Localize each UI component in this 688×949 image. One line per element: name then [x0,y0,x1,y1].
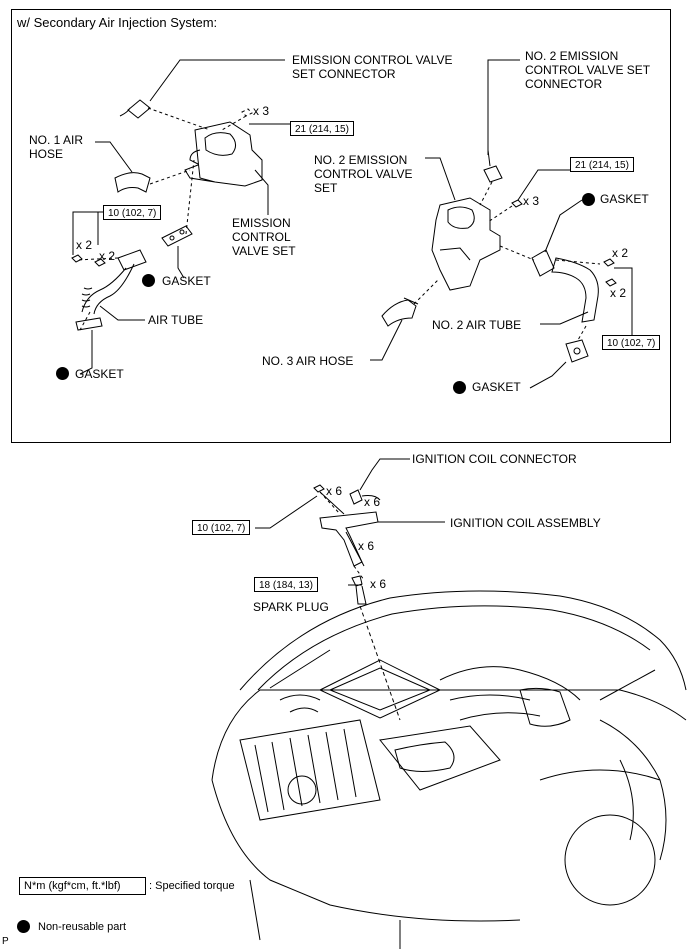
emission-control-valve-set-drawing [184,121,263,187]
label-no1-air-hose: NO. 1 AIR HOSE [29,133,84,161]
nonreusable-marker [142,274,155,287]
label-no2-air-tube: NO. 2 AIR TUBE [432,318,522,332]
torque-ignition-coil-bolts: 10 (102, 7) [192,520,251,535]
label-emission-control-valve-set: EMISSION CONTROL VALVE SET [232,216,296,258]
legend-nonreusable-desc: Non-reusable part [38,921,127,933]
multiplier-ignition-coil-connectors: x 6 [364,495,381,509]
air-tube-drawing [81,249,147,315]
legend-nonreusable-marker [17,920,30,933]
multiplier-no2-valve-set-bolts: x 3 [523,194,540,208]
gasket-bottom-left-drawing [75,317,103,331]
multiplier-valve-set-bolts: x 3 [253,104,270,118]
label-no2-emission-control-valve-set: NO. 2 EMISSION CONTROL VALVE SET [314,153,413,195]
gasket-right-top-drawing [531,249,555,277]
no2-valve-connector-drawing [483,149,503,183]
multiplier-no2-air-tube-bolts-b: x 2 [610,286,627,300]
secondary-air-injection-frame [11,9,671,443]
vehicle-engine-bay-drawing [211,590,687,949]
section-title: w/ Secondary Air Injection System: [17,15,218,30]
label-ignition-coil-assembly: IGNITION COIL ASSEMBLY [450,516,601,530]
gasket-right-bottom-drawing [565,339,589,363]
nonreusable-marker [56,367,69,380]
corner-mark: P [2,936,9,947]
valve-set-connector-drawing [119,99,151,119]
label-gasket-bottom-left: GASKET [75,367,124,381]
multiplier-ignition-coils: x 6 [358,539,375,553]
label-gasket-right-bottom: GASKET [472,380,521,394]
label-air-tube: AIR TUBE [148,313,204,327]
label-gasket-right-top: GASKET [600,192,649,206]
ignition-coil-bolt-drawing [313,484,345,515]
label-spark-plug: SPARK PLUG [253,600,329,614]
multiplier-ignition-coil-bolts: x 6 [326,484,343,498]
leader-valve-connector [149,59,285,102]
multiplier-spark-plugs: x 6 [370,577,387,591]
gasket-left-drawing [161,225,193,247]
ignition-coil-connector-drawing [349,489,381,505]
no3-air-hose-drawing [381,297,419,327]
label-ignition-coil-connector: IGNITION COIL CONNECTOR [412,452,577,466]
label-emission-control-valve-set-connector: EMISSION CONTROL VALVE SET CONNECTOR [292,53,453,81]
spark-plug-drawing [351,575,367,605]
multiplier-no2-air-tube-bolts-a: x 2 [612,246,629,260]
nonreusable-marker [582,193,595,206]
label-no2-emission-control-valve-set-connector: NO. 2 EMISSION CONTROL VALVE SET CONNECT… [525,49,651,91]
multiplier-air-tube-nuts-a: x 2 [76,238,93,252]
multiplier-air-tube-nuts-b: x 2 [99,249,116,263]
torque-valve-set-bolts: 21 (214, 15) [290,121,354,136]
no2-emission-control-valve-set-drawing [431,197,501,291]
torque-no2-air-tube-bolts: 10 (102, 7) [602,335,661,350]
no1-air-hose-drawing [114,172,151,193]
no2-air-tube-drawing [551,257,599,323]
nonreusable-marker [453,381,466,394]
torque-spark-plug: 18 (184, 13) [254,577,318,592]
label-no3-air-hose: NO. 3 AIR HOSE [262,354,354,368]
legend-torque-desc: : Specified torque [149,880,235,892]
legend-torque-unit: N*m (kgf*cm, ft.*lbf) [19,877,146,895]
torque-no2-valve-set-bolts: 21 (214, 15) [570,157,634,172]
torque-air-tube-bolts: 10 (102, 7) [103,205,162,220]
label-gasket-left: GASKET [162,274,211,288]
